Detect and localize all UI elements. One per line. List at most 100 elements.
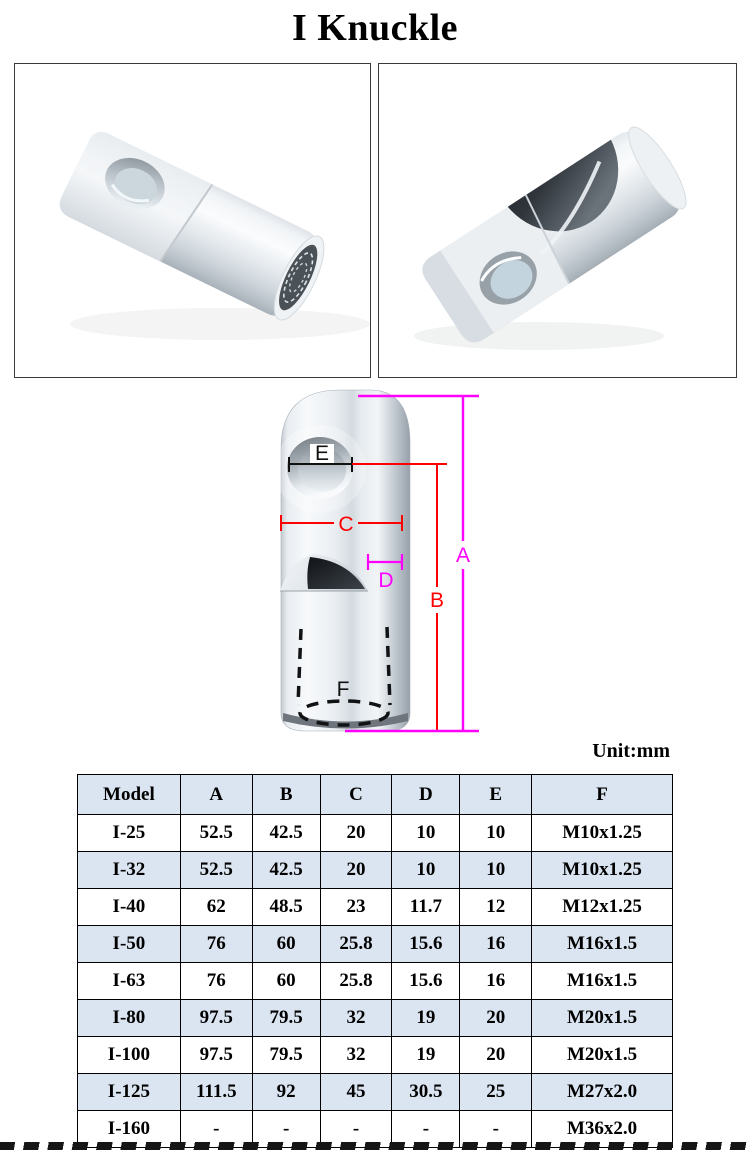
page-title: I Knuckle [291, 7, 459, 49]
value-cell: M27x2.0 [531, 1073, 673, 1111]
model-cell: I-100 [77, 1036, 181, 1074]
value-cell: 30.5 [391, 1073, 461, 1111]
value-cell: M16x1.5 [531, 962, 673, 1000]
unit-label: Unit:mm [592, 740, 670, 762]
header-model: Model [77, 774, 181, 815]
dim-E-label-bg [310, 444, 334, 463]
table-row: I-160-----M36x2.0 [77, 1110, 673, 1148]
value-cell: 76 [179, 962, 253, 1000]
product-photo-left [14, 63, 371, 378]
value-cell: 16 [459, 925, 533, 963]
dim-C [280, 515, 403, 531]
value-cell: 19 [391, 999, 461, 1037]
value-cell: 60 [251, 962, 321, 1000]
value-cell: - [251, 1110, 321, 1148]
header-d: D [391, 774, 461, 815]
value-cell: 12 [459, 888, 533, 926]
value-cell: 10 [391, 814, 461, 852]
value-cell: M36x2.0 [531, 1110, 673, 1148]
knuckle-photo-milled-face [414, 125, 687, 350]
value-cell: M16x1.5 [531, 925, 673, 963]
hidden-bore-line-left [296, 628, 303, 706]
header-c: C [319, 774, 393, 815]
value-cell: M20x1.5 [531, 1036, 673, 1074]
value-cell: 62 [179, 888, 253, 926]
value-cell: 15.6 [391, 925, 461, 963]
value-cell: 45 [319, 1073, 393, 1111]
hidden-bore-line-right [385, 626, 392, 706]
value-cell: 97.5 [179, 1036, 253, 1074]
value-cell: 48.5 [251, 888, 321, 926]
value-cell: 25 [459, 1073, 533, 1111]
dim-label-A: A [456, 544, 470, 567]
model-cell: I-80 [77, 999, 181, 1037]
value-cell: 76 [179, 925, 253, 963]
value-cell: 79.5 [251, 999, 321, 1037]
dashed-divider [0, 1142, 750, 1150]
value-cell: - [459, 1110, 533, 1148]
value-cell: 60 [251, 925, 321, 963]
value-cell: 10 [459, 851, 533, 889]
value-cell: 25.8 [319, 962, 393, 1000]
model-cell: I-25 [77, 814, 181, 852]
dim-label-C: C [338, 513, 353, 536]
header-a: A [179, 774, 253, 815]
dim-label-E: E [315, 442, 329, 465]
knuckle-photo-threaded-end [59, 131, 370, 340]
value-cell: 20 [459, 1036, 533, 1074]
value-cell: 97.5 [179, 999, 253, 1037]
value-cell: 20 [319, 814, 393, 852]
model-cell: I-32 [77, 851, 181, 889]
model-cell: I-50 [77, 925, 181, 963]
value-cell: M10x1.25 [531, 851, 673, 889]
value-cell: 15.6 [391, 962, 461, 1000]
value-cell: 111.5 [179, 1073, 253, 1111]
value-cell: 52.5 [179, 814, 253, 852]
table-header-row: Model A B C D E F [77, 774, 673, 815]
value-cell: M10x1.25 [531, 814, 673, 852]
value-cell: 23 [319, 888, 393, 926]
model-cell: I-40 [77, 888, 181, 926]
value-cell: - [319, 1110, 393, 1148]
value-cell: 16 [459, 962, 533, 1000]
value-cell: 42.5 [251, 851, 321, 889]
value-cell: M20x1.5 [531, 999, 673, 1037]
value-cell: 32 [319, 1036, 393, 1074]
dim-label-F: F [337, 678, 350, 701]
model-cell: I-160 [77, 1110, 181, 1148]
header-e: E [459, 774, 533, 815]
dim-D [366, 554, 404, 570]
value-cell: 32 [319, 999, 393, 1037]
value-cell: - [179, 1110, 253, 1148]
dim-A [345, 394, 479, 733]
model-cell: I-125 [77, 1073, 181, 1111]
value-cell: 11.7 [391, 888, 461, 926]
product-photo-right [378, 63, 737, 378]
dim-label-B: B [430, 589, 444, 612]
model-cell: I-63 [77, 962, 181, 1000]
value-cell: M12x1.25 [531, 888, 673, 926]
value-cell: 25.8 [319, 925, 393, 963]
value-cell: 19 [391, 1036, 461, 1074]
value-cell: 20 [319, 851, 393, 889]
header-b: B [251, 774, 321, 815]
hidden-bore-ellipse [298, 699, 390, 727]
value-cell: 42.5 [251, 814, 321, 852]
value-cell: 52.5 [179, 851, 253, 889]
value-cell: 92 [251, 1073, 321, 1111]
dim-label-D: D [378, 569, 393, 592]
value-cell: 10 [391, 851, 461, 889]
dimension-diagram: E B A C D F [274, 389, 479, 733]
header-f: F [531, 774, 673, 815]
value-cell: 20 [459, 999, 533, 1037]
